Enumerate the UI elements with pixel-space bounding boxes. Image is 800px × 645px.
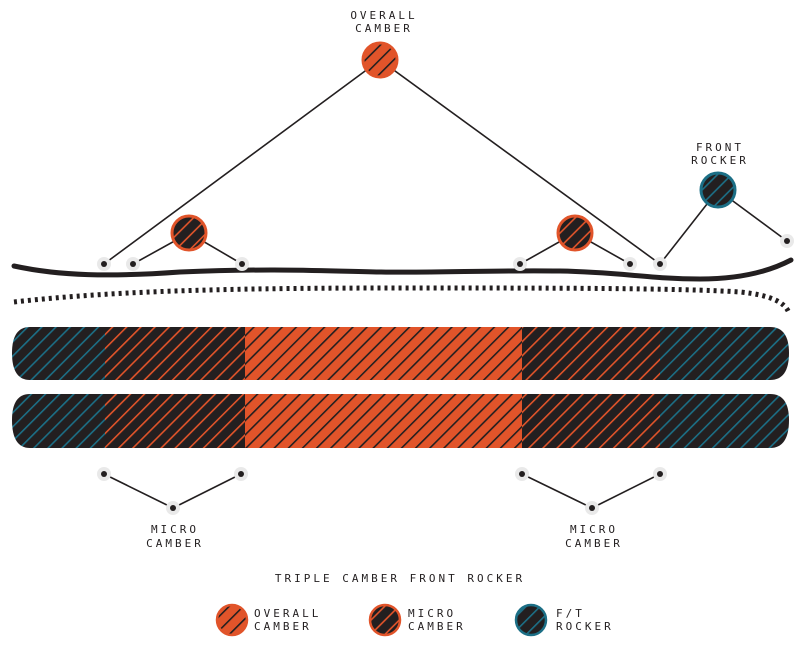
front-rocker-badge-icon xyxy=(699,171,737,209)
endpoint-dots xyxy=(97,234,794,515)
ski-profile-line xyxy=(11,257,794,282)
dot-icon xyxy=(515,467,529,481)
dot-icon xyxy=(126,257,140,271)
micro-camber-right-label-line1: MICRO xyxy=(570,523,618,536)
dot-icon xyxy=(97,467,111,481)
micro-camber-left-label-line1: MICRO xyxy=(151,523,199,536)
overall-camber-swatch-icon xyxy=(215,603,249,637)
dot-icon xyxy=(623,257,637,271)
front-rocker-label-line2: ROCKER xyxy=(691,154,749,167)
ski-topsheet-bottom xyxy=(12,394,789,448)
overall-camber-label-line2: CAMBER xyxy=(355,22,413,35)
legend: OVERALL CAMBER MICRO CAMBER F/T ROCKER xyxy=(215,603,614,637)
dot-icon xyxy=(166,501,180,515)
front-rocker-label: FRONT ROCKER xyxy=(691,141,749,167)
micro-camber-badge-left-icon xyxy=(170,214,208,252)
front-rocker-label-line1: FRONT xyxy=(696,141,744,154)
diagram-caption: TRIPLE CAMBER FRONT ROCKER xyxy=(275,572,525,585)
ski-base-dashed-line xyxy=(13,285,792,315)
ski-topsheet-top xyxy=(12,327,789,380)
legend-label-line1: F/T xyxy=(556,607,585,620)
legend-item-micro-camber: MICRO CAMBER xyxy=(368,603,466,637)
dot-icon xyxy=(585,501,599,515)
legend-label-line1: OVERALL xyxy=(254,607,321,620)
legend-label-line2: CAMBER xyxy=(408,620,466,633)
overall-camber-label: OVERALL CAMBER xyxy=(350,9,417,35)
overall-camber-label-line1: OVERALL xyxy=(350,9,417,22)
legend-item-overall-camber: OVERALL CAMBER xyxy=(215,603,321,637)
legend-item-ft-rocker: F/T ROCKER xyxy=(514,603,614,637)
micro-camber-right-label-line2: CAMBER xyxy=(565,537,623,550)
dot-icon xyxy=(780,234,794,248)
micro-camber-right-label: MICRO CAMBER xyxy=(565,523,623,550)
micro-camber-swatch-icon xyxy=(368,603,402,637)
dot-icon xyxy=(234,467,248,481)
dot-icon xyxy=(653,467,667,481)
dot-icon xyxy=(97,257,111,271)
legend-label-line2: CAMBER xyxy=(254,620,312,633)
legend-label-line2: ROCKER xyxy=(556,620,614,633)
micro-camber-left-label: MICRO CAMBER xyxy=(146,523,204,550)
ft-rocker-swatch-icon xyxy=(514,603,548,637)
legend-label-line1: MICRO xyxy=(408,607,456,620)
dot-icon xyxy=(653,257,667,271)
dot-icon xyxy=(235,257,249,271)
overall-camber-badge-icon xyxy=(361,41,399,79)
micro-camber-left-label-line2: CAMBER xyxy=(146,537,204,550)
micro-camber-badge-right-icon xyxy=(556,214,594,252)
dot-icon xyxy=(513,257,527,271)
